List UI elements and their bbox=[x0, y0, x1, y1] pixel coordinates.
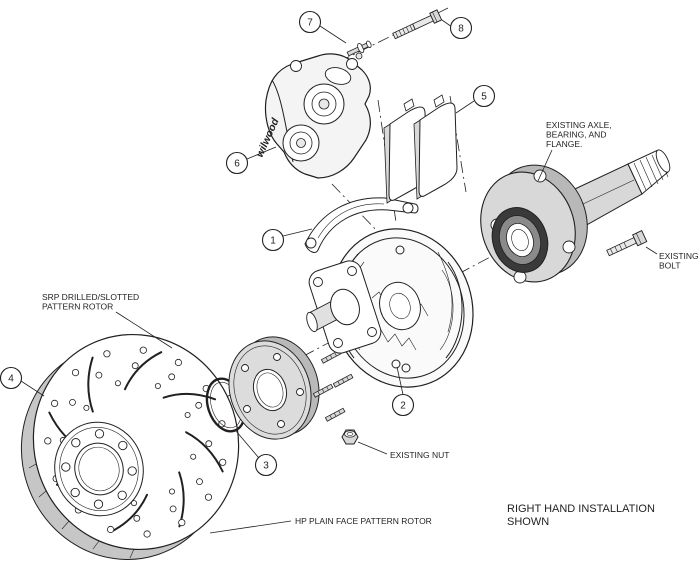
label-existing-axle: EXISTING AXLE, BEARING, AND FLANGE. bbox=[537, 120, 614, 182]
label-hp-rotor: HP PLAIN FACE PATTERN ROTOR bbox=[209, 516, 432, 534]
caliper-piston-boss-lower bbox=[282, 124, 320, 162]
callout-2: 2 bbox=[391, 366, 415, 417]
callout-8: 8 bbox=[441, 16, 473, 40]
shoe-anchor-pin bbox=[395, 245, 405, 255]
brake-pads bbox=[383, 94, 458, 204]
rotor-lug-holes bbox=[61, 429, 137, 509]
svg-text:3: 3 bbox=[263, 461, 269, 472]
callout-3: 3 bbox=[235, 430, 278, 477]
svg-text:8: 8 bbox=[458, 24, 464, 35]
pad-tab bbox=[403, 98, 415, 112]
pad-tab bbox=[433, 94, 445, 108]
retainer-plate bbox=[228, 336, 320, 440]
stud bbox=[324, 407, 346, 422]
axle-flange-assembly bbox=[480, 149, 671, 284]
flange-bolt-holes bbox=[313, 266, 377, 348]
svg-text:EXISTING AXLE, BEARING,: EXISTING AXLE, BEARING, AND FLANGE. bbox=[546, 120, 614, 149]
caliper-bracket bbox=[304, 197, 419, 253]
callout-4: 4 bbox=[0, 366, 45, 397]
retainer-bolt-holes bbox=[241, 353, 304, 428]
rotor-front-face bbox=[32, 333, 240, 551]
svg-text:SRP DRILLED/SLOTTED PATT: SRP DRILLED/SLOTTED PATTERN ROTOR bbox=[42, 292, 142, 312]
retainer-center-hole bbox=[252, 368, 288, 412]
existing-bolt-part bbox=[606, 230, 648, 257]
backing-plate-hub bbox=[379, 281, 421, 331]
svg-text:6: 6 bbox=[234, 159, 240, 170]
backing-plate-assembly bbox=[306, 228, 474, 388]
guide-pin bbox=[346, 40, 372, 57]
rotor bbox=[20, 333, 240, 560]
caliper-mount-hole-right bbox=[346, 58, 358, 70]
svg-text:EXISTING BOLT: EXISTING BOLT bbox=[659, 251, 700, 271]
caliper-bracket-axis-line bbox=[331, 183, 381, 235]
svg-text:1: 1 bbox=[270, 236, 276, 247]
parking-brake-cable bbox=[437, 251, 453, 333]
stud bbox=[312, 383, 334, 398]
mounting-bolt bbox=[392, 9, 443, 40]
bleed-screw bbox=[355, 52, 363, 60]
flange-center-hole bbox=[330, 288, 360, 326]
existing-nut-part bbox=[341, 429, 359, 445]
callout-6: 6 bbox=[225, 146, 277, 175]
caliper-piston-boss-upper bbox=[303, 83, 345, 125]
label-srp-rotor: SRP DRILLED/SLOTTED PATTERN ROTOR bbox=[42, 292, 173, 349]
svg-text:RIGHT HAND INSTALLATION: RIGHT HAND INSTALLATION SHOWN bbox=[507, 503, 658, 528]
adjuster-wheel bbox=[391, 359, 401, 369]
installation-note: RIGHT HAND INSTALLATION SHOWN bbox=[507, 503, 658, 528]
axle-bearing bbox=[491, 207, 549, 273]
svg-text:2: 2 bbox=[400, 401, 406, 412]
stud bbox=[332, 373, 354, 388]
brake-shoe-right bbox=[445, 261, 463, 359]
callout-7: 7 bbox=[298, 10, 347, 44]
rotor-hat bbox=[54, 421, 144, 517]
label-existing-bolt: EXISTING BOLT bbox=[645, 246, 700, 271]
rotor-edge-vents bbox=[28, 463, 135, 559]
svg-text:7: 7 bbox=[307, 18, 313, 29]
callout-1: 1 bbox=[261, 228, 313, 252]
svg-text:EXISTING NUT: EXISTING NUT bbox=[390, 450, 450, 460]
svg-text:5: 5 bbox=[481, 92, 487, 103]
rotor-center-hole bbox=[74, 442, 124, 496]
label-existing-nut: EXISTING NUT bbox=[357, 441, 450, 460]
svg-text:4: 4 bbox=[8, 374, 14, 385]
studs bbox=[312, 349, 354, 422]
brake-pad-outer bbox=[413, 94, 458, 200]
caliper-bridge-opening bbox=[324, 67, 352, 85]
svg-text:HP PLAIN FACE PATTERN ROTOR: HP PLAIN FACE PATTERN ROTOR bbox=[295, 516, 432, 526]
caliper-mount-hole-left bbox=[290, 60, 302, 72]
callout-5: 5 bbox=[455, 84, 496, 114]
caliper: wilwood bbox=[254, 52, 371, 179]
